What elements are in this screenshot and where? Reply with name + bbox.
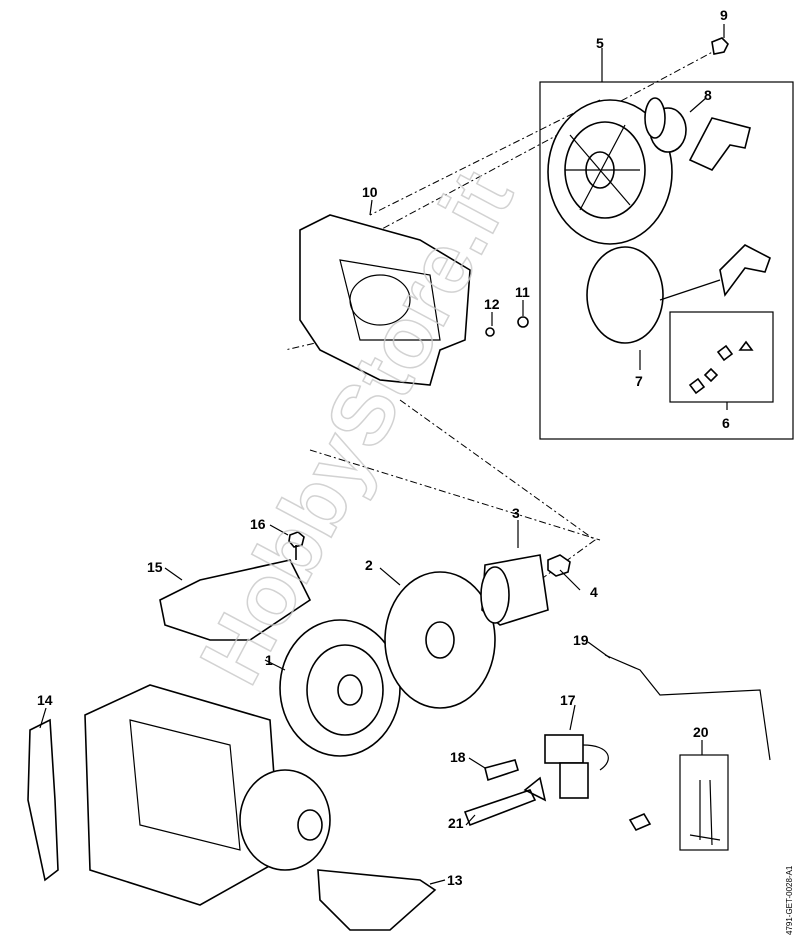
cable-part-19 bbox=[604, 654, 771, 761]
engine-crankcase bbox=[84, 684, 331, 906]
label-17: 17 bbox=[560, 692, 576, 708]
label-5: 5 bbox=[596, 35, 604, 51]
label-2: 2 bbox=[365, 557, 373, 573]
label-3: 3 bbox=[512, 505, 520, 521]
label-10: 10 bbox=[362, 184, 378, 200]
rewind-starter-part-5 bbox=[547, 99, 751, 245]
label-7: 7 bbox=[635, 373, 643, 389]
fan-housing-part-10 bbox=[299, 214, 471, 386]
shroud-part-15 bbox=[159, 559, 312, 641]
guard-part-14 bbox=[27, 718, 59, 882]
starter-assembly-box bbox=[539, 81, 794, 440]
pawl-kit-part-6 bbox=[688, 340, 754, 395]
starter-rope-part-7 bbox=[586, 244, 771, 344]
label-21: 21 bbox=[448, 815, 464, 831]
wrench-part-21 bbox=[463, 776, 547, 827]
starter-cup-part-3 bbox=[480, 554, 549, 626]
cover-part-13 bbox=[317, 869, 437, 931]
pawl-kit-box bbox=[669, 311, 774, 403]
ignition-module-part-17 bbox=[544, 734, 609, 799]
wires-part-20 bbox=[689, 779, 721, 846]
nut-part-4 bbox=[547, 554, 571, 577]
label-13: 13 bbox=[447, 872, 463, 888]
label-14: 14 bbox=[37, 692, 53, 708]
label-11: 11 bbox=[515, 284, 530, 300]
label-1: 1 bbox=[265, 652, 273, 668]
label-8: 8 bbox=[704, 87, 712, 103]
switch-part bbox=[628, 812, 652, 832]
drawing-code: 4791-GET-0028-A1 bbox=[785, 865, 794, 935]
label-15: 15 bbox=[147, 559, 163, 575]
label-18: 18 bbox=[450, 749, 466, 765]
label-6: 6 bbox=[722, 415, 730, 431]
wire-kit-box bbox=[679, 754, 729, 851]
seal-part-8 bbox=[644, 97, 666, 139]
label-19: 19 bbox=[573, 632, 589, 648]
label-4: 4 bbox=[590, 584, 598, 600]
spark-plug-part-18 bbox=[484, 759, 519, 782]
fan-wheel-part-2 bbox=[384, 571, 496, 709]
flywheel-part-1 bbox=[279, 619, 401, 757]
screw-part-16 bbox=[288, 531, 305, 560]
label-9: 9 bbox=[720, 7, 728, 23]
screw-part-9 bbox=[711, 37, 729, 55]
part-labels: 1 2 3 4 5 6 7 8 9 10 11 12 13 14 15 16 1… bbox=[37, 7, 730, 888]
label-20: 20 bbox=[693, 724, 709, 740]
nut-part-11 bbox=[517, 316, 529, 328]
label-16: 16 bbox=[250, 516, 266, 532]
label-12: 12 bbox=[484, 296, 500, 312]
washer-part-12 bbox=[485, 327, 495, 337]
